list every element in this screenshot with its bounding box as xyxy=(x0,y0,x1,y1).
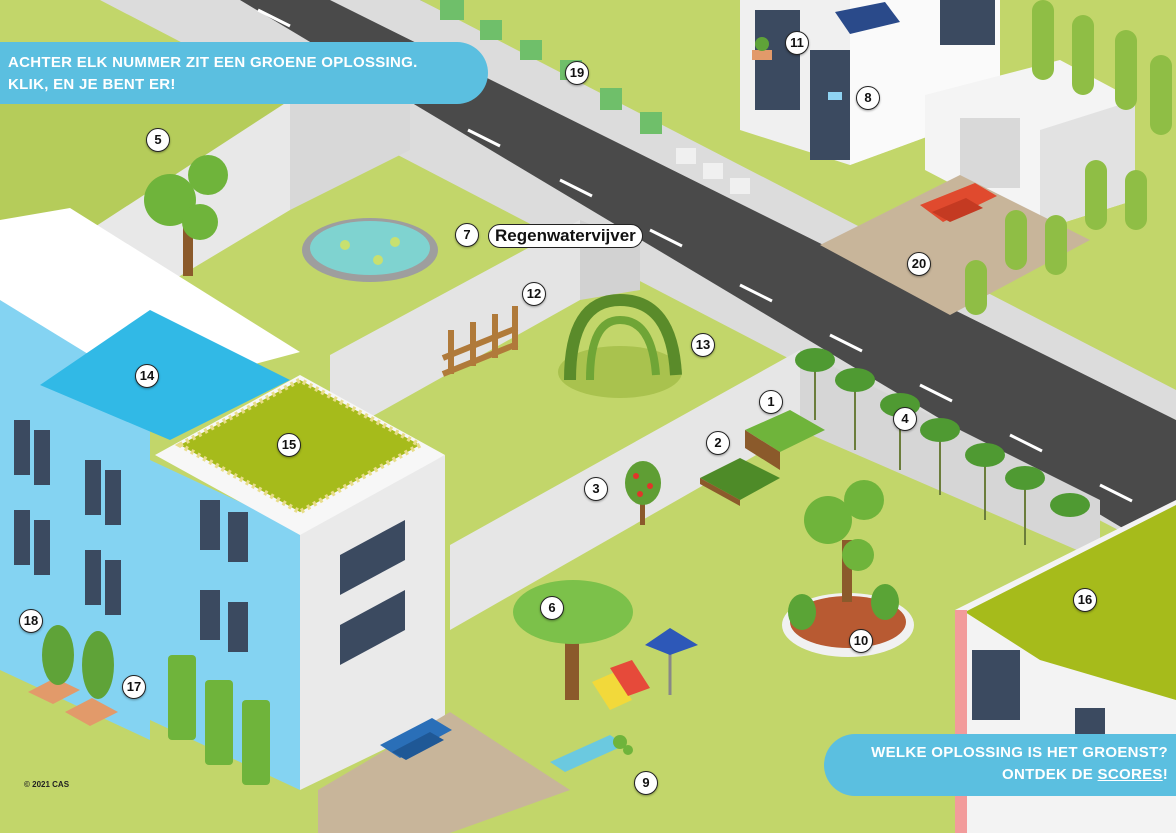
instruction-line-2: KLIK, EN JE BENT ER! xyxy=(8,76,176,93)
hedge-trees xyxy=(168,655,270,785)
tree-6 xyxy=(513,580,633,700)
instruction-line-1: ACHTER ELK NUMMER ZIT EEN GROENE OPLOSSI… xyxy=(8,54,418,71)
solar-panel xyxy=(835,2,900,34)
tree-10 xyxy=(782,480,914,657)
marker-9[interactable]: 9 xyxy=(634,771,658,795)
garden-wall-middle xyxy=(330,220,580,440)
car-red xyxy=(920,183,997,222)
vegetable-bed-2 xyxy=(700,458,780,506)
wooden-fence xyxy=(441,306,519,377)
parasol xyxy=(645,628,698,695)
marker-14[interactable]: 14 xyxy=(135,364,159,388)
marker-12[interactable]: 12 xyxy=(522,282,546,306)
car-blue xyxy=(380,718,452,760)
scores-banner: WELKE OPLOSSING IS HET GROENST? ONTDEK D… xyxy=(824,734,1176,796)
marker-3[interactable]: 3 xyxy=(584,477,608,501)
driveway xyxy=(820,175,1090,315)
green-roof-16 xyxy=(965,505,1176,700)
marker-1[interactable]: 1 xyxy=(759,390,783,414)
copyright: © 2021 CAS xyxy=(24,780,70,789)
marker-6[interactable]: 6 xyxy=(540,596,564,620)
wadi-9 xyxy=(550,735,633,772)
marker-4[interactable]: 4 xyxy=(893,407,917,431)
marker-17[interactable]: 17 xyxy=(122,675,146,699)
marker-16[interactable]: 16 xyxy=(1073,588,1097,612)
instruction-banner: ACHTER ELK NUMMER ZIT EEN GROENE OPLOSSI… xyxy=(0,42,488,104)
sunbeds xyxy=(592,660,650,710)
planters-18 xyxy=(28,625,118,726)
raised-bed-1 xyxy=(745,410,825,470)
marker-19[interactable]: 19 xyxy=(565,61,589,85)
marker-15[interactable]: 15 xyxy=(277,433,301,457)
scores-cta: ONTDEK DE SCORES! xyxy=(824,764,1168,786)
marker-7[interactable]: 7 xyxy=(455,223,479,247)
marker-18[interactable]: 18 xyxy=(19,609,43,633)
marker-8[interactable]: 8 xyxy=(856,86,880,110)
scores-cta-prefix: ONTDEK DE xyxy=(1002,766,1098,783)
driveway-bottom xyxy=(318,712,570,833)
fruit-tree-3 xyxy=(625,461,661,525)
scores-cta-suffix: ! xyxy=(1162,766,1168,783)
marker-2[interactable]: 2 xyxy=(706,431,730,455)
water-roof xyxy=(40,310,290,440)
garden-wall-right xyxy=(450,350,800,630)
marker-20[interactable]: 20 xyxy=(907,252,931,276)
pond-tooltip[interactable]: Regenwatervijver xyxy=(488,224,643,248)
scores-question: WELKE OPLOSSING IS HET GROENST? xyxy=(871,744,1168,761)
green-arch xyxy=(564,293,682,381)
marker-10[interactable]: 10 xyxy=(849,629,873,653)
marker-5[interactable]: 5 xyxy=(146,128,170,152)
marker-11[interactable]: 11 xyxy=(785,31,809,55)
tree-5 xyxy=(144,155,228,276)
scores-link[interactable]: SCORES xyxy=(1097,766,1163,783)
marker-13[interactable]: 13 xyxy=(691,333,715,357)
